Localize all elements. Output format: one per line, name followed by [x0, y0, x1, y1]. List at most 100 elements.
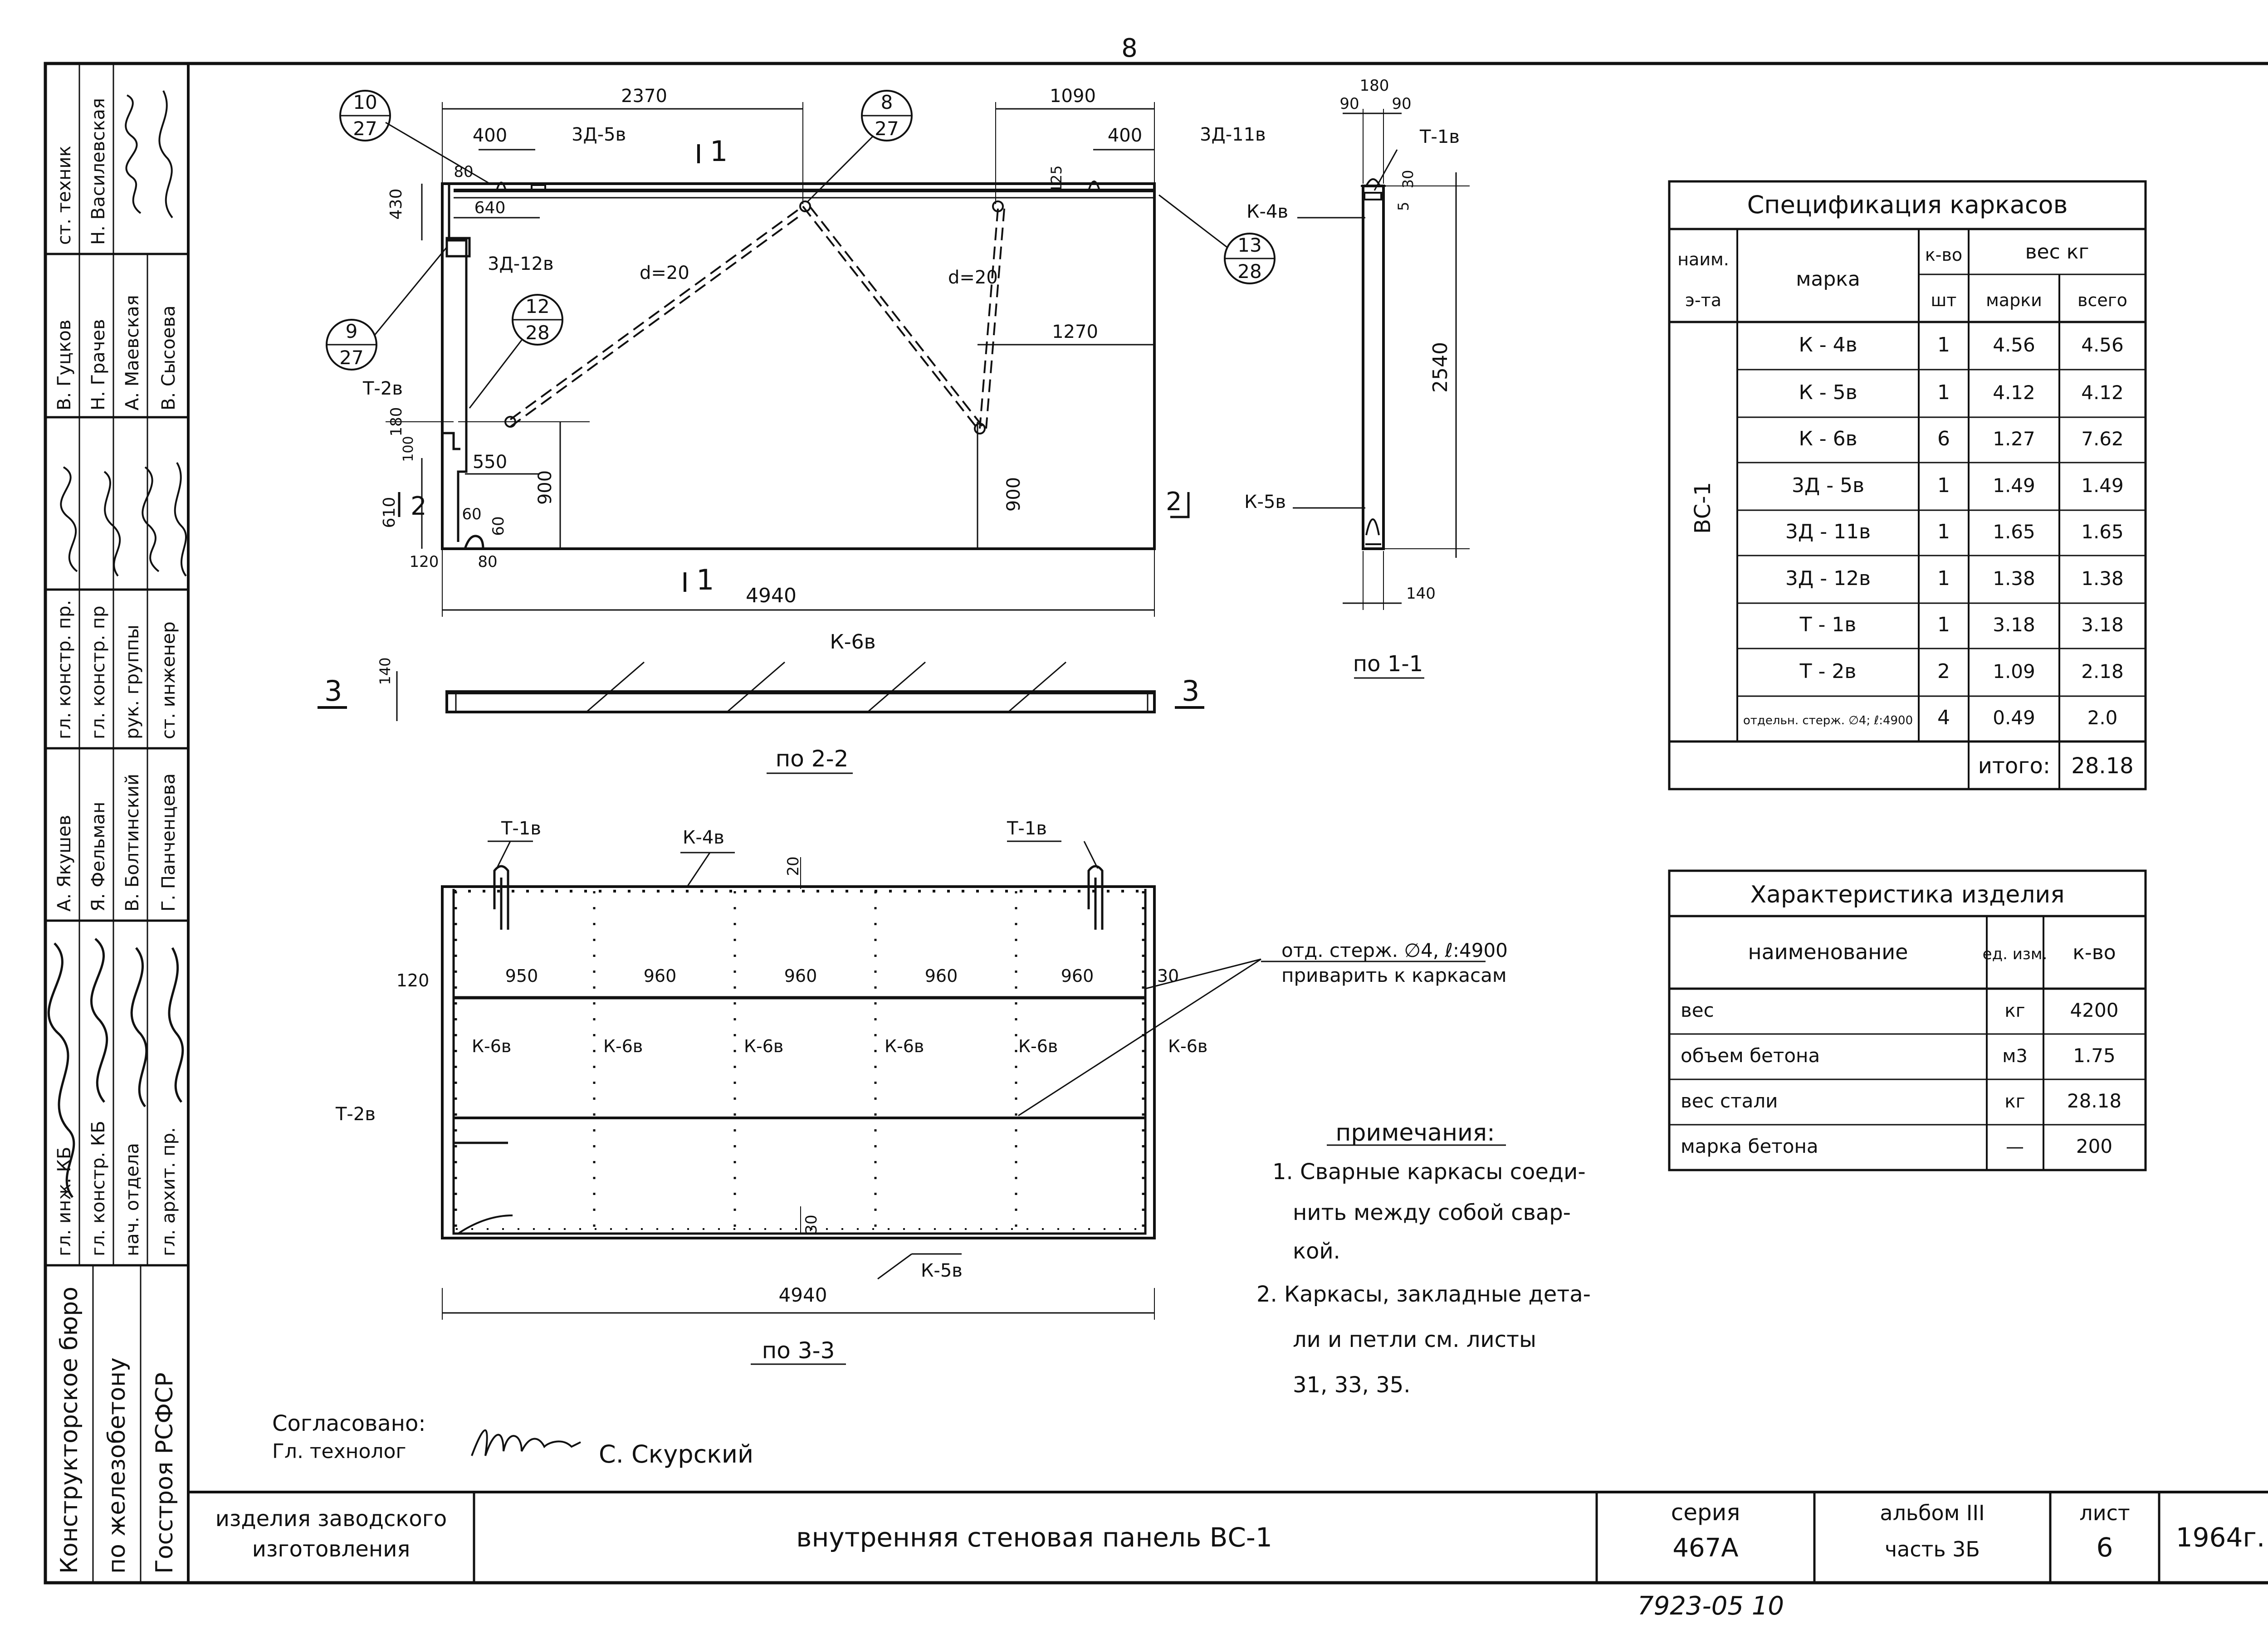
dimension-label: 950: [505, 966, 538, 986]
char-row-qty: 4200: [2070, 999, 2119, 1021]
spec-total-label: итого:: [1978, 753, 2050, 779]
spec-header: наим.: [1677, 249, 1729, 269]
dimension-label: 960: [644, 966, 677, 986]
part-label: К-4в: [683, 827, 724, 848]
char-row-unit: м3: [2002, 1046, 2028, 1067]
strip-person: В. Болтинский: [122, 774, 143, 912]
char-row-unit: —: [2006, 1136, 2024, 1157]
approval-role: Гл. технолог: [272, 1440, 406, 1463]
approval: Согласовано: Гл. технолог С. Скурский: [272, 1411, 753, 1468]
spec-row-weight: 1.27: [1993, 428, 2035, 450]
spec-row-mark: Т - 1в: [1799, 613, 1857, 636]
dimension-label: 125: [1048, 165, 1065, 193]
dimension-label: 60: [462, 505, 481, 523]
part-label: Т-1в: [501, 818, 541, 839]
part-label: 3Д-5в: [572, 124, 626, 145]
strip-person: В. Гуцков: [54, 320, 75, 410]
dimension-label: 2370: [621, 86, 667, 107]
char-row-unit: кг: [2004, 1000, 2025, 1021]
strip-role: гл. констр. пр: [88, 606, 109, 739]
note-line: 31, 33, 35.: [1293, 1372, 1411, 1398]
rod-note-line-2: приварить к каркасам: [1281, 964, 1507, 986]
spec-header: всего: [2077, 290, 2127, 310]
dimension-label: 120: [410, 553, 439, 571]
part-label: К-6в: [1018, 1036, 1058, 1056]
dimension-label: 610: [380, 497, 399, 528]
cut-marker: 1: [710, 135, 728, 168]
spec-element: ВС-1: [1690, 482, 1716, 534]
spec-row-total: 3.18: [2081, 614, 2124, 636]
sheet-value: 6: [2097, 1532, 2113, 1563]
dimension-label: 180: [1360, 77, 1389, 95]
char-header: наименование: [1748, 940, 1908, 964]
dimension-label: 20: [784, 856, 802, 876]
spec-row-mark: Т - 2в: [1799, 660, 1857, 683]
signature-scribble: [125, 90, 173, 219]
dimension-label: 400: [1108, 125, 1142, 146]
spec-row-mark: 3Д - 12в: [1785, 567, 1871, 590]
spec-header: вес кг: [2025, 240, 2089, 263]
part-label: К-6в: [1168, 1036, 1207, 1056]
signature-scribble: [60, 462, 187, 577]
svg-text:10: 10: [353, 91, 377, 113]
rod-note-line-1: отд. стерж. ∅4, ℓ:4900: [1281, 939, 1508, 961]
strip-person: А. Маевская: [122, 295, 143, 410]
section-2-2: К-6в 140 3 3 по 2-2: [318, 630, 1204, 774]
spec-row-total: 7.62: [2081, 428, 2124, 450]
dimension-label: 30: [802, 1215, 821, 1234]
part-label: Т-2в: [362, 378, 403, 399]
side-strip: Конструкторское бюро по железобетону Гос…: [45, 63, 188, 1583]
spec-row-mark: 3Д - 11в: [1785, 520, 1871, 543]
spec-row-total: 2.18: [2081, 660, 2124, 683]
spec-row-weight: 4.12: [1993, 381, 2035, 404]
spec-row-total: 2.0: [2087, 707, 2118, 729]
part-label: К-6в: [885, 1036, 924, 1056]
notes: примечания: 1. Сварные каркасы соеди- ни…: [1256, 1119, 1591, 1398]
strip-person: Г. Панченцева: [158, 773, 179, 912]
dimension-label: 900: [535, 470, 556, 505]
part-label: К-6в: [830, 630, 875, 654]
dimension-label: 120: [396, 971, 430, 990]
svg-text:28: 28: [1237, 260, 1261, 283]
char-row-name: вес стали: [1681, 1090, 1778, 1112]
series-label: серия: [1671, 1499, 1740, 1526]
svg-text:27: 27: [353, 117, 377, 140]
detail-callout: 12 28: [469, 294, 563, 409]
spec-row-mark: К - 4в: [1799, 333, 1857, 356]
album-label: альбом III: [1880, 1501, 1984, 1525]
spec-row-total: 1.65: [2081, 521, 2124, 543]
spec-row-qty: 1: [1937, 520, 1950, 543]
spec-row-qty: 4: [1937, 706, 1950, 729]
approval-label: Согласовано:: [272, 1411, 426, 1436]
dimension-label: 900: [1003, 477, 1024, 512]
spec-total-value: 28.18: [2071, 753, 2133, 779]
char-row-qty: 28.18: [2067, 1090, 2121, 1112]
sheet-number: 8: [1121, 34, 1138, 63]
part-label: 3Д-11в: [1200, 124, 1266, 145]
strip-role: гл. архит. пр.: [158, 1127, 179, 1256]
year: 1964г.: [2176, 1522, 2265, 1553]
part-label: 3Д-12в: [488, 254, 554, 274]
spec-row-mark: 3Д - 5в: [1792, 474, 1864, 497]
spec-row-weight: 1.65: [1993, 521, 2035, 543]
svg-text:8: 8: [881, 91, 893, 113]
section-outline: [445, 690, 1156, 713]
outer-frame: [44, 62, 2268, 1585]
drawing-title: внутренняя стеновая панель ВС-1: [796, 1522, 1272, 1553]
spec-row-total: 1.49: [2081, 474, 2124, 497]
part-label: К-6в: [472, 1036, 511, 1056]
char-row-qty: 1.75: [2073, 1044, 2116, 1067]
spec-row-mark: К - 5в: [1799, 381, 1857, 404]
dimension-label: 4940: [746, 584, 797, 607]
rod-diameter-label: d=20: [948, 267, 998, 288]
cut-marker: 1: [696, 563, 714, 596]
spec-header: шт: [1931, 290, 1957, 310]
dimension-label: 1090: [1050, 86, 1096, 107]
spec-header: марка: [1796, 268, 1860, 291]
strip-person: Н. Грачев: [88, 319, 109, 410]
section-1-1: 180 90 90 30 5 2540 140 К-4в Т-1в К-5в п…: [1244, 77, 1470, 679]
dimension-label: 180: [387, 407, 406, 437]
part-label: Т-1в: [1007, 818, 1047, 839]
dimension-label: 4940: [779, 1284, 827, 1306]
part-label: К-6в: [744, 1036, 783, 1056]
